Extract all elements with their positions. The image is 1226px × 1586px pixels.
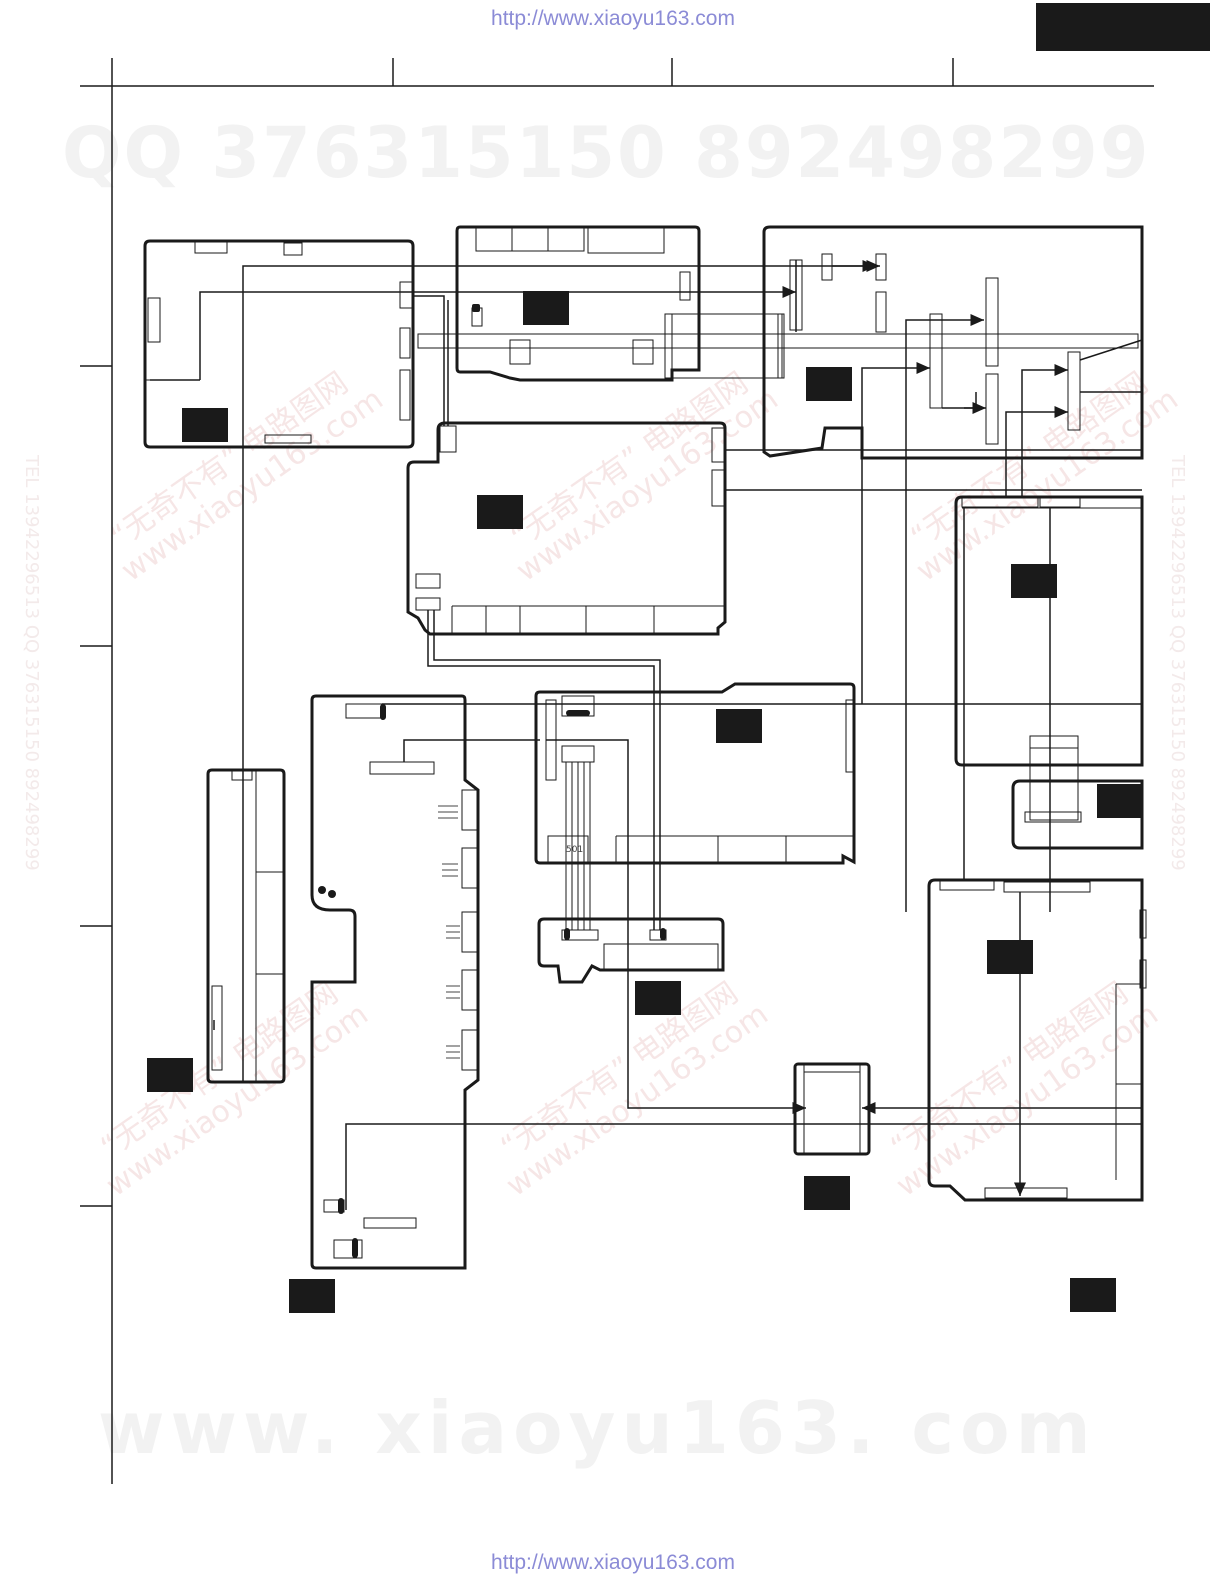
wire-24: [345, 1123, 1142, 1210]
board-tag-f: [716, 709, 762, 743]
wire-2: [199, 286, 796, 380]
wire-22: [546, 739, 806, 1114]
connector-blobs: [318, 304, 666, 1258]
watermark-site: www. xiaoyu163. com: [98, 1386, 1097, 1470]
board-top-left: [143, 239, 415, 449]
wire-8: [905, 314, 984, 912]
board-tag-h: [987, 940, 1033, 974]
wire-14: [1079, 339, 1143, 361]
watermark-qq: QQ 376315150 892498299: [62, 112, 1151, 194]
wire-1: [242, 260, 880, 1082]
wire-19: [403, 739, 540, 762]
board-outlines: [143, 225, 1144, 1270]
wire-10: [942, 392, 977, 409]
board-tag-k: [804, 1176, 850, 1210]
board-tag-i: [635, 981, 681, 1015]
board-tag-a: [182, 408, 228, 442]
board-right-small: [1011, 779, 1144, 850]
board-top-right: [762, 225, 1144, 460]
board-middle-display: [534, 682, 856, 865]
wire-13: [1021, 364, 1068, 496]
wire-21: [433, 610, 661, 930]
wire-9: [861, 362, 930, 704]
board-tag-m: [1070, 1278, 1116, 1312]
board-tag-e: [1011, 564, 1057, 598]
board-top-middle: [455, 225, 701, 382]
board-tag-d: [477, 495, 523, 529]
board-tag-b: [523, 291, 569, 325]
board-details: [145, 226, 1147, 1259]
connector-501-label: 501: [566, 845, 583, 855]
wire-4: [412, 295, 445, 426]
source-url-bottom: http://www.xiaoyu163.com: [491, 1551, 735, 1574]
board-left-tall: [206, 768, 286, 1084]
board-tag-j: [147, 1058, 193, 1092]
page-corner-block: [1036, 3, 1210, 51]
board-center: [406, 421, 727, 636]
board-jack-small: [537, 917, 725, 984]
board-tag-c: [806, 367, 852, 401]
page-frame: [80, 58, 1154, 1484]
board-tag-g: [1097, 784, 1143, 818]
wire-12: [1005, 406, 1068, 496]
module-center-bottom: [793, 1062, 871, 1156]
wire-20: [427, 610, 655, 930]
board-front-panel: [310, 694, 480, 1270]
board-right-middle: [954, 495, 1144, 767]
jack-terminals: [438, 805, 460, 1059]
source-url-top: http://www.xiaoyu163.com: [491, 7, 735, 30]
wires: [150, 260, 1143, 1210]
board-power-bottom-right: [927, 878, 1144, 1202]
board-tag-l: [289, 1279, 335, 1313]
